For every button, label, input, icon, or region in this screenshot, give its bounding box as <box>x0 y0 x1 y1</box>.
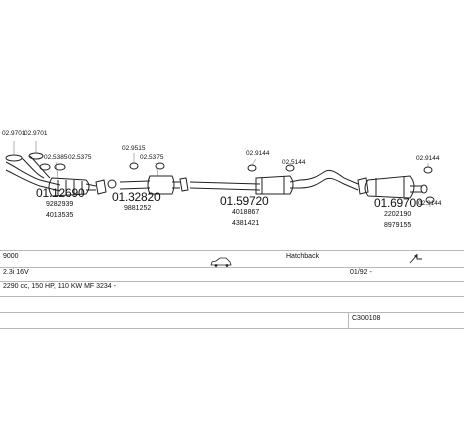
oe-number-3a: 4018867 <box>232 209 260 216</box>
code-text: C300108 <box>352 315 381 322</box>
part-number-3: 01.59720 <box>220 194 269 208</box>
oe-number-2a: 9881252 <box>124 205 152 212</box>
spec-text: 2290 cc, 150 HP, 110 KW MF 3234 - <box>3 283 116 290</box>
oe-number-4a: 2202190 <box>384 211 412 218</box>
body-type-text: Hatchback <box>286 253 320 260</box>
rear-silencer-shape <box>364 166 435 204</box>
car-hatchback-icon <box>210 254 232 272</box>
fitting-label-7: 02.9144 <box>246 150 270 157</box>
centre-pipe-shape <box>189 164 301 195</box>
oe-number-3b: 4381421 <box>232 220 260 227</box>
table-line-6 <box>0 328 464 329</box>
table-line-2 <box>0 267 464 268</box>
part-number-4: 01.69700 <box>374 196 423 210</box>
fitting-label-9: 02.9144 <box>416 155 440 162</box>
date-text: 01/92 - <box>350 269 372 276</box>
front-downpipe-shape <box>5 152 97 197</box>
oe-number-1b: 4013535 <box>46 212 74 219</box>
oe-number-4b: 8979155 <box>384 222 412 229</box>
fitting-label-10: 02.9144 <box>418 200 442 207</box>
table-divider <box>348 312 349 328</box>
table-line-3 <box>0 281 464 282</box>
oe-number-1a: 9282939 <box>46 201 74 208</box>
exhaust-diagram <box>5 141 435 207</box>
table-line-1 <box>0 250 464 251</box>
model-text: 9000 <box>3 253 19 260</box>
fitting-label-4: 02.5375 <box>68 154 92 161</box>
table-line-4 <box>0 296 464 297</box>
rear-pipe-shape <box>299 169 369 195</box>
fitting-label-3: 02.5385 <box>44 154 68 161</box>
clamp-group-1 <box>39 163 117 195</box>
part-number-1: 01.12690 <box>36 186 85 200</box>
fitting-label-8: 02.5144 <box>282 159 306 166</box>
table-line-5 <box>0 312 464 313</box>
fitting-label-5: 02.9515 <box>122 145 146 152</box>
fitting-label-1: 02.9701 <box>2 130 26 137</box>
fitting-label-2: 02.9701 <box>24 130 48 137</box>
part-number-2: 01.32820 <box>112 190 161 204</box>
steering-arrow-icon <box>408 252 424 270</box>
fitting-label-6: 02.5375 <box>140 154 164 161</box>
engine-text: 2.3i 16V <box>3 269 29 276</box>
